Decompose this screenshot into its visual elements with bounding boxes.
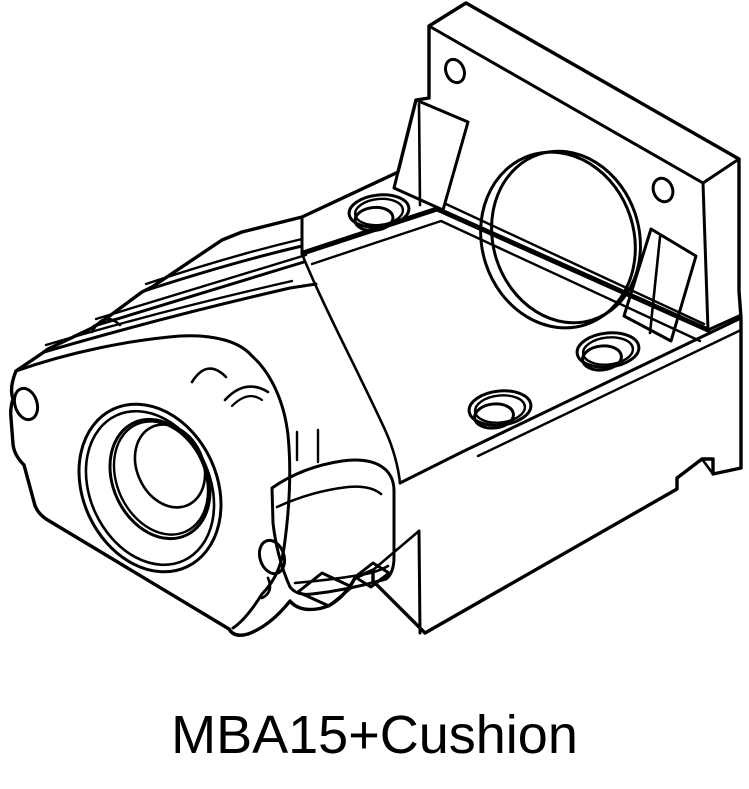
plate-hole-upper	[444, 57, 466, 85]
gusset-right-outline	[622, 227, 698, 343]
plate-right-edge	[701, 181, 710, 332]
cushion-stack	[42, 215, 320, 464]
stack-bore-peek-outer	[223, 385, 270, 402]
flange-corner-hole-lower	[257, 538, 287, 576]
cushion-bore	[77, 402, 223, 574]
stack-band-1-thickness	[44, 279, 294, 347]
plate-base-seam	[444, 202, 706, 326]
left-face-edge	[417, 529, 422, 635]
motor-flange-plate	[427, 24, 741, 332]
base-bracket	[300, 193, 743, 635]
countersunk-hole-front	[467, 389, 533, 430]
gusset-rib-right	[622, 227, 698, 343]
clamp-outline	[270, 458, 396, 596]
clamp-inner-band	[275, 485, 383, 509]
plate-hole-lower	[651, 176, 675, 204]
body-seam	[300, 252, 402, 485]
deck-chamfer-inner	[476, 328, 743, 458]
clamp-tab-2	[353, 561, 391, 589]
cad-figure	[9, 1, 743, 637]
flange-corner-hole-upper	[12, 386, 40, 422]
gusset-rib-left	[392, 98, 470, 212]
countersunk-hole-right	[575, 331, 641, 372]
motor-bore-inner-wall	[490, 149, 642, 325]
motor-bore	[479, 150, 637, 330]
clamp-block	[270, 458, 396, 608]
left-face-wedge	[371, 529, 421, 572]
stack-band-3-thickness	[144, 237, 304, 286]
plate-top-end-cap	[701, 157, 741, 185]
countersunk-hole-left	[347, 193, 411, 233]
figure-caption: MBA15+Cushion	[171, 705, 578, 765]
stack-corner-notch-1	[90, 317, 122, 334]
deck-front-edge	[398, 450, 464, 485]
upper-deck-step-edge	[300, 206, 711, 333]
stack-band-1	[42, 282, 318, 354]
upper-deck-drop-edge	[310, 219, 702, 343]
gusset-left-outline	[392, 98, 470, 212]
stack-bore-peek-inner	[230, 395, 264, 408]
plate-top-edge	[427, 24, 705, 185]
foot-notch-chamfer	[700, 457, 715, 476]
clamp-tab-1	[296, 571, 354, 608]
stack-band-2-thickness	[94, 253, 308, 321]
cad-drawing	[9, 1, 743, 637]
gusset-right-ridge	[648, 235, 662, 335]
cushion-flange	[12, 334, 292, 630]
stack-band-3	[142, 244, 304, 293]
stack-corner-notch-2	[190, 367, 228, 384]
flange-edge-notch	[260, 576, 272, 600]
stack-band-2	[92, 260, 306, 328]
deck-chamfer-outer	[460, 316, 743, 454]
gusset-left-ridge	[417, 102, 422, 207]
step-edge-wrap	[706, 314, 741, 332]
flange-outline	[14, 334, 292, 630]
